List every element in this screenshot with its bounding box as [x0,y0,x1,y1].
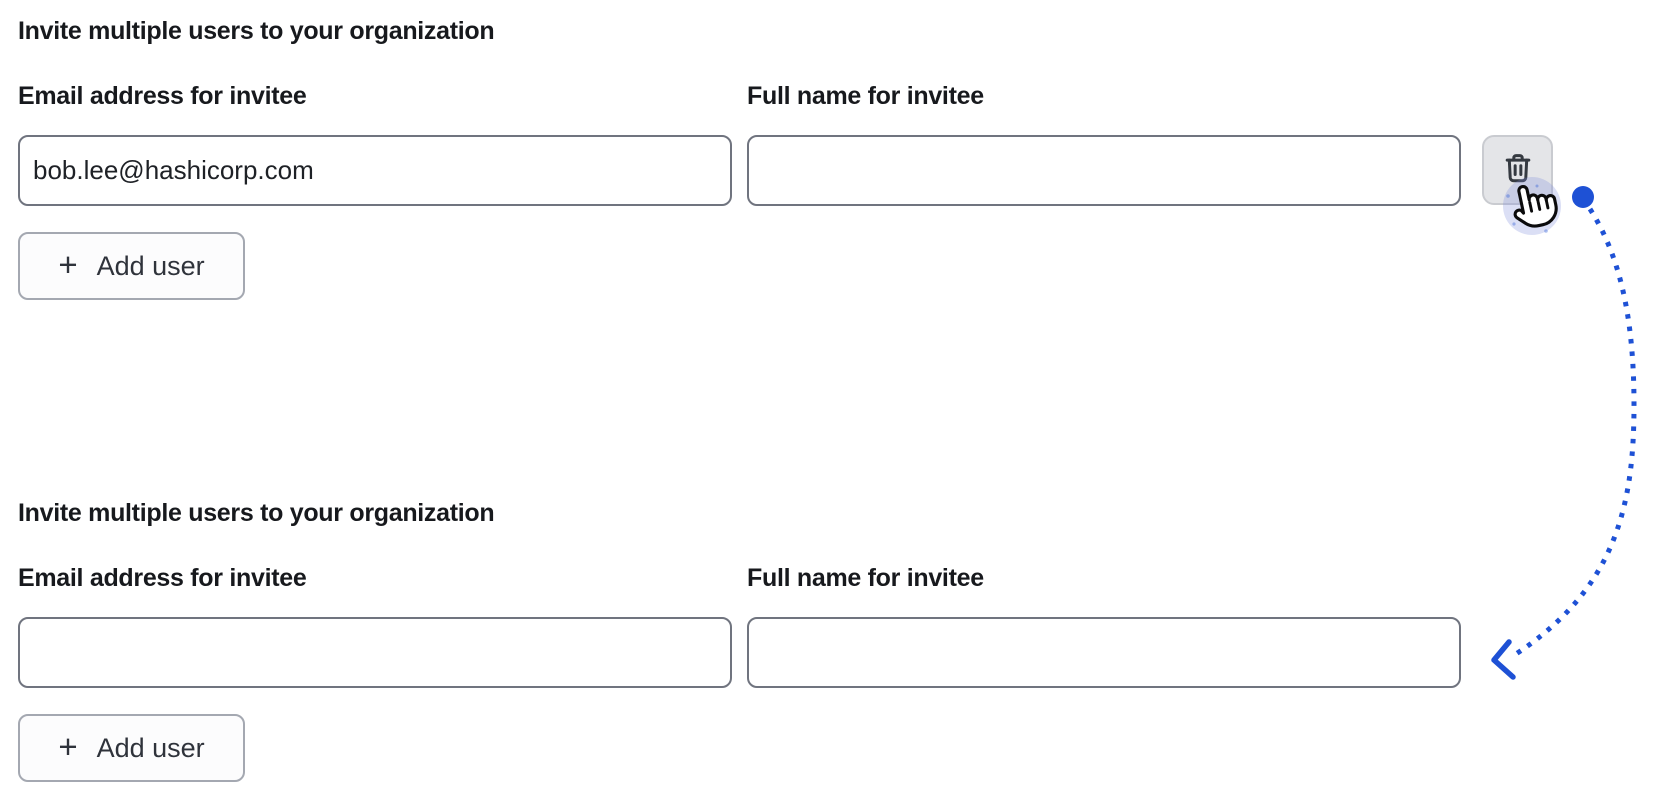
add-user-button[interactable]: + Add user [18,714,245,782]
form-row: Email address for invitee Full name for … [18,562,1478,688]
full-name-field-group: Full name for invitee [747,80,1461,206]
email-field-group: Email address for invitee [18,562,732,688]
email-label: Email address for invitee [18,82,307,110]
plus-icon: + [58,246,78,283]
email-field-group: Email address for invitee [18,80,732,206]
form-row: Email address for invitee Full name for … [18,80,1478,206]
invite-form-2: Invite multiple users to your organizati… [18,496,1478,782]
add-user-label: Add user [96,250,205,281]
email-label: Email address for invitee [18,564,307,592]
arrow-head-icon [1491,639,1516,680]
full-name-input[interactable] [747,135,1461,206]
full-name-label: Full name for invitee [747,82,984,110]
full-name-input[interactable] [747,617,1461,688]
dotted-arrow-curve [1514,207,1637,657]
email-input[interactable] [18,135,732,206]
remove-user-button[interactable] [1482,135,1553,205]
email-input[interactable] [18,617,732,688]
trash-icon [1505,154,1530,183]
invite-form-1: Invite multiple users to your organizati… [18,14,1553,300]
add-user-button[interactable]: + Add user [18,232,245,300]
arrow-start-dot [1572,186,1594,208]
add-user-label: Add user [96,732,205,763]
plus-icon: + [58,728,78,765]
section-heading: Invite multiple users to your organizati… [18,17,495,45]
full-name-label: Full name for invitee [747,564,984,592]
section-heading: Invite multiple users to your organizati… [18,499,495,527]
full-name-field-group: Full name for invitee [747,562,1461,688]
